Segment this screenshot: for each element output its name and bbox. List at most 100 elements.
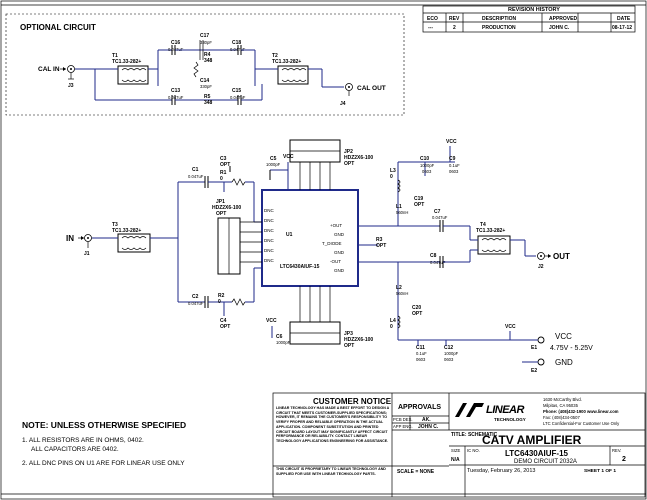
address-line-4: Fax: (408)434-0507 bbox=[543, 415, 580, 420]
ic-number: LTC6430AIUF-15 bbox=[505, 449, 569, 458]
demo-circuit: DEMO CIRCUIT 2032A bbox=[514, 459, 577, 465]
r1-value: 0 bbox=[220, 176, 223, 182]
vcc-terminal[interactable] bbox=[537, 336, 545, 344]
revision-title: REVISION HISTORY bbox=[508, 7, 560, 13]
c4-ref: C4 bbox=[220, 318, 227, 324]
j4-ref: J4 bbox=[340, 101, 346, 107]
c12-value: 1000pF bbox=[444, 351, 459, 356]
c8-ref: C8 bbox=[430, 253, 437, 259]
jp1-opt: OPT bbox=[216, 211, 226, 217]
c5-ref: C5 bbox=[270, 156, 277, 162]
rev-number: 2 bbox=[453, 25, 456, 31]
r5-value: 348 bbox=[204, 100, 213, 106]
c11-ref: C11 bbox=[416, 345, 425, 351]
c1-ref: C1 bbox=[192, 167, 199, 173]
vcc-right-label: VCC bbox=[446, 139, 457, 145]
t1-ref: T1 bbox=[112, 53, 118, 59]
r4-value: 348 bbox=[204, 58, 213, 64]
t2-body bbox=[277, 65, 309, 85]
cal-in-label: CAL IN bbox=[38, 66, 60, 73]
revision-history: REVISION HISTORY ECO REV DESCRIPTION APP… bbox=[422, 5, 636, 33]
c10-ref: C10 bbox=[420, 156, 429, 162]
r2-ref: R2 bbox=[218, 293, 225, 299]
vcc-terminal-net: VCC bbox=[505, 324, 516, 330]
l1-ref: L1 bbox=[396, 204, 402, 210]
c20-value: OPT bbox=[412, 311, 422, 317]
u1-pin-dnc-4: DNC bbox=[264, 238, 274, 243]
sheet-number: SHEET 1 OF 1 bbox=[584, 468, 616, 474]
c11-pkg: 0603 bbox=[416, 357, 426, 362]
c6-ref: C6 bbox=[276, 334, 283, 340]
u1-pin-dnc-3: DNC bbox=[264, 228, 274, 233]
c20-ref: C20 bbox=[412, 305, 421, 311]
cal-in-connector[interactable] bbox=[67, 65, 75, 73]
u1-pin-gnd-2: GND bbox=[334, 250, 345, 255]
cal-out-connector[interactable] bbox=[345, 83, 353, 91]
l2-value: 560nH bbox=[396, 291, 408, 296]
j3-ref: J3 bbox=[68, 83, 74, 89]
c7-ref: C7 bbox=[434, 209, 441, 215]
scale: SCALE = NONE bbox=[397, 469, 435, 475]
main-circuit: IN J1 T3 TC1.33-282+ C1 0.047uF R1 0 C3 … bbox=[66, 139, 593, 374]
t1-value: TC1.33-282+ bbox=[112, 59, 141, 65]
u1-pin-t-diode: T_DIODE bbox=[322, 241, 342, 246]
rev-header-rev: REV bbox=[449, 16, 460, 22]
c10-value: 1000pF bbox=[420, 163, 435, 168]
r5-ref: R5 bbox=[204, 94, 211, 100]
pcb-des-label: PCB DES. bbox=[393, 417, 413, 422]
in-connector[interactable] bbox=[84, 234, 92, 242]
c13-value: 0.047uF bbox=[168, 95, 184, 100]
c9-pkg: 0603 bbox=[449, 169, 459, 174]
jp3-value: HDZ2X6-100 bbox=[344, 337, 373, 343]
address-line-3: Phone: (408)432-1900 www.linear.com bbox=[543, 409, 619, 414]
rev-date: 08-17-12 bbox=[612, 25, 632, 31]
rev-header-description: DESCRIPTION bbox=[482, 16, 517, 22]
rev-description: PRODUCTION bbox=[482, 25, 516, 31]
linear-logo: LINEAR TECHNOLOGY bbox=[455, 403, 526, 422]
c3-ref: C3 bbox=[220, 156, 227, 162]
j2-ref: J2 bbox=[538, 264, 544, 270]
drawing-date: Tuesday, February 26, 2013 bbox=[467, 468, 535, 474]
size-label: SIZE bbox=[451, 448, 461, 453]
r4-ref: R4 bbox=[204, 52, 211, 58]
rev-value: 2 bbox=[622, 456, 626, 463]
c16-ref: C16 bbox=[171, 40, 180, 46]
c2-value: 0.047uF bbox=[188, 301, 204, 306]
rev-label: REV. bbox=[612, 448, 621, 453]
c2-ref: C2 bbox=[192, 294, 199, 300]
u1-pin-plus-out: +OUT bbox=[330, 223, 342, 228]
jp2-ref: JP2 bbox=[344, 149, 353, 155]
c19-value: OPT bbox=[414, 202, 424, 208]
t2-value: TC1.33-282+ bbox=[272, 59, 301, 65]
c9-value: 0.1uF bbox=[449, 163, 460, 168]
t3-ref: T3 bbox=[112, 222, 118, 228]
note-1b: ALL CAPACITORS ARE 0402. bbox=[31, 446, 119, 453]
customer-notice-footer: THIS CIRCUIT IS PROPRIETARY TO LINEAR TE… bbox=[276, 467, 386, 476]
notes: NOTE: UNLESS OTHERWISE SPECIFIED 1. ALL … bbox=[22, 420, 186, 467]
c15-value: 0.047uF bbox=[230, 95, 246, 100]
jp2-opt: OPT bbox=[344, 161, 354, 167]
gnd-terminal[interactable] bbox=[537, 358, 545, 366]
c19-ref: C19 bbox=[414, 196, 423, 202]
in-label: IN bbox=[66, 234, 74, 243]
l4-ref: L4 bbox=[390, 318, 396, 324]
customer-notice-title: CUSTOMER NOTICE bbox=[313, 397, 392, 406]
u1-pin-minus-out: -OUT bbox=[330, 259, 341, 264]
t4-ref: T4 bbox=[480, 222, 486, 228]
app-eng-label: APP ENG. bbox=[393, 424, 413, 429]
title-block: CUSTOMER NOTICE LINEAR TECHNOLOGY HAS MA… bbox=[272, 392, 646, 498]
c11-value: 0.1uF bbox=[416, 351, 427, 356]
out-connector[interactable] bbox=[537, 252, 545, 260]
c10-pkg: 0603 bbox=[422, 169, 432, 174]
r3-value: OPT bbox=[376, 243, 386, 249]
t3-value: TC1.33-282+ bbox=[112, 228, 141, 234]
c18-value: 0.047uF bbox=[230, 47, 246, 52]
size-value: N/A bbox=[451, 457, 460, 463]
out-label: OUT bbox=[553, 252, 570, 261]
notes-title: NOTE: UNLESS OTHERWISE SPECIFIED bbox=[22, 420, 186, 430]
c8-value: 0.047uF bbox=[430, 260, 446, 265]
c17-ref: C17 bbox=[200, 33, 209, 39]
rev-approved: JOHN C. bbox=[549, 25, 570, 31]
